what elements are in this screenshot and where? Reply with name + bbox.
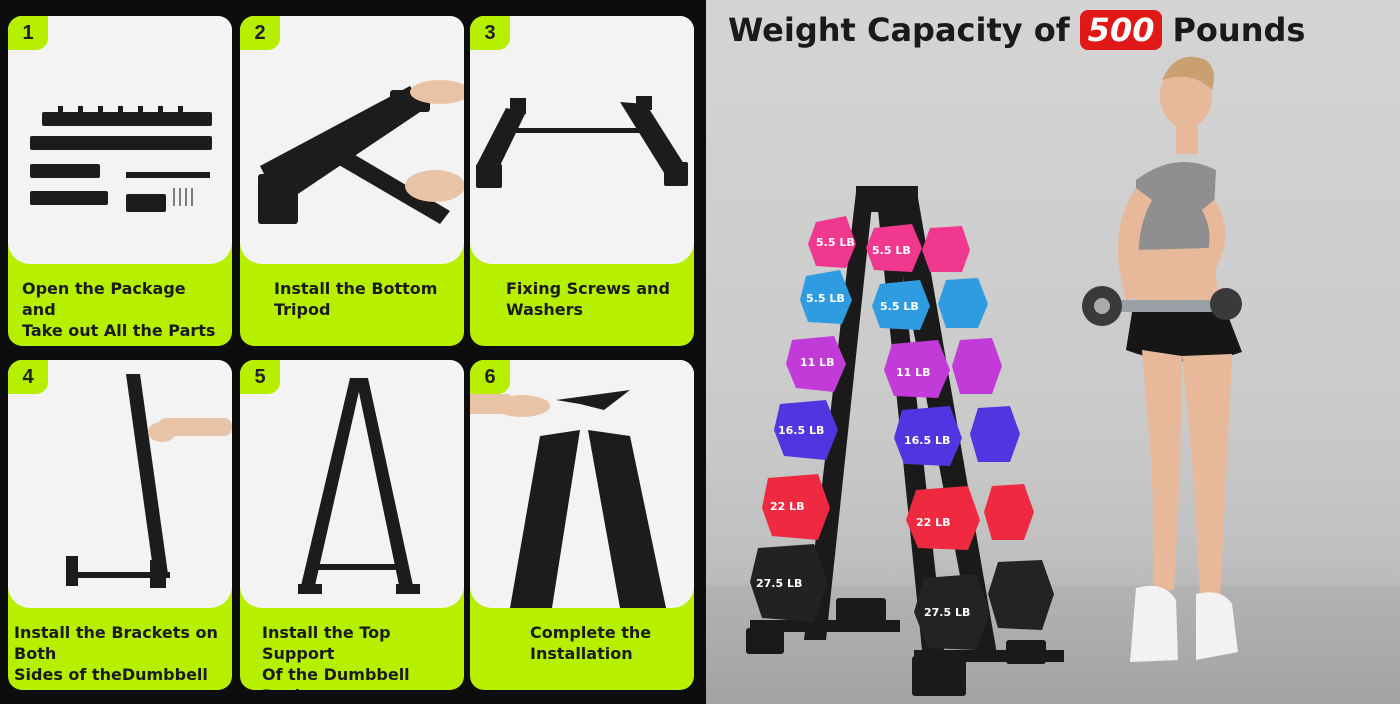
step-1-photo bbox=[8, 16, 232, 264]
bottom-tripod-image bbox=[258, 80, 464, 224]
dumbbells-left: 5.5 LB 5.5 LB 11 LB 16.5 LB 22 LB 27.5 L… bbox=[750, 216, 856, 622]
step-number-badge: 1 bbox=[8, 16, 48, 50]
dumbbell-red-left bbox=[762, 474, 830, 540]
tripod-screws-image bbox=[476, 96, 688, 188]
headline: Weight Capacity of 500 Pounds bbox=[728, 10, 1305, 50]
dumbbell-black-left bbox=[750, 544, 828, 622]
weight-label: 11 LB bbox=[800, 356, 835, 369]
headline-prefix: Weight Capacity of bbox=[728, 11, 1070, 49]
step-card-5: 5 Install the Top Support Of the Dumbbel… bbox=[240, 360, 464, 690]
bracket-install-image bbox=[66, 374, 232, 588]
step-3-photo bbox=[470, 16, 694, 264]
caption-line: Of the Dumbbell Rack bbox=[262, 665, 410, 690]
step-6-caption: Complete the Installation bbox=[530, 622, 686, 664]
step-5-photo bbox=[240, 360, 464, 608]
caption-line: Fixing Screws and bbox=[506, 279, 670, 298]
weight-label: 27.5 LB bbox=[924, 606, 970, 619]
step-card-1: 1 Open the Package and Take out All the … bbox=[8, 16, 232, 346]
weight-label: 22 LB bbox=[916, 516, 951, 529]
caption-line: Install the Brackets on Both bbox=[14, 623, 218, 663]
step-4-photo bbox=[8, 360, 232, 608]
step-number-badge: 3 bbox=[470, 16, 510, 50]
weight-label: 16.5 LB bbox=[778, 424, 824, 437]
weight-label: 16.5 LB bbox=[904, 434, 950, 447]
caption-line: Tripod bbox=[274, 300, 331, 319]
caption-line: Sides of theDumbbell bbox=[14, 665, 208, 684]
capacity-badge: 500 bbox=[1079, 10, 1163, 50]
step-card-2: 2 Install the Bottom Tripod bbox=[240, 16, 464, 346]
fitness-model bbox=[1082, 56, 1242, 662]
step-3-caption: Fixing Screws and Washers bbox=[506, 278, 686, 320]
weight-label: 27.5 LB bbox=[756, 577, 802, 590]
dumbbells-right: 5.5 LB 5.5 LB 11 LB 16.5 LB 22 LB 27.5 L… bbox=[866, 224, 1054, 650]
step-2-caption: Install the Bottom Tripod bbox=[274, 278, 456, 320]
parts-layout-image bbox=[30, 106, 212, 212]
step-number-badge: 4 bbox=[8, 360, 48, 394]
step-4-caption: Install the Brackets on Both Sides of th… bbox=[14, 622, 224, 685]
step-card-3: 3 Fixing Screws and Washers bbox=[470, 16, 694, 346]
complete-installation-image bbox=[470, 390, 666, 608]
step-number-badge: 5 bbox=[240, 360, 280, 394]
installation-steps-grid: 1 Open the Package and Take out All the … bbox=[8, 16, 694, 690]
caption-line: Install the Bottom bbox=[274, 279, 438, 298]
weight-label: 5.5 LB bbox=[880, 300, 919, 313]
step-1-caption: Open the Package and Take out All the Pa… bbox=[22, 278, 224, 341]
step-6-photo bbox=[470, 360, 694, 608]
dumbbell-purple-left bbox=[786, 336, 846, 392]
caption-line: Complete the bbox=[530, 623, 652, 642]
weight-label: 5.5 LB bbox=[816, 236, 855, 249]
caption-line: Washers bbox=[506, 300, 584, 319]
caption-line: Install the Top Support bbox=[262, 623, 391, 663]
step-card-6: 6 Complete the Installation bbox=[470, 360, 694, 690]
product-hero: Weight Capacity of 500 Pounds 5. bbox=[706, 0, 1400, 704]
headline-suffix: Pounds bbox=[1172, 11, 1306, 49]
top-support-image bbox=[298, 378, 420, 594]
caption-line: Take out All the Parts bbox=[22, 321, 216, 340]
weight-label: 22 LB bbox=[770, 500, 805, 513]
step-5-caption: Install the Top Support Of the Dumbbell … bbox=[262, 622, 456, 690]
step-number-badge: 6 bbox=[470, 360, 510, 394]
weight-label: 5.5 LB bbox=[806, 292, 845, 305]
weight-label: 5.5 LB bbox=[872, 244, 911, 257]
caption-line: Open the Package and bbox=[22, 279, 186, 319]
step-2-photo bbox=[240, 16, 464, 264]
dumbbell-indigo-left bbox=[774, 400, 838, 460]
caption-line: Installation bbox=[530, 644, 633, 663]
rack-and-model-illustration: 5.5 LB 5.5 LB 11 LB 16.5 LB 22 LB 27.5 L… bbox=[746, 56, 1242, 696]
step-number-badge: 2 bbox=[240, 16, 280, 50]
step-card-4: 4 Install the Brackets on Both Sides of … bbox=[8, 360, 232, 690]
dumbbell-blue-left bbox=[800, 270, 852, 324]
weight-label: 11 LB bbox=[896, 366, 931, 379]
dumbbell-pink-left bbox=[808, 216, 856, 268]
